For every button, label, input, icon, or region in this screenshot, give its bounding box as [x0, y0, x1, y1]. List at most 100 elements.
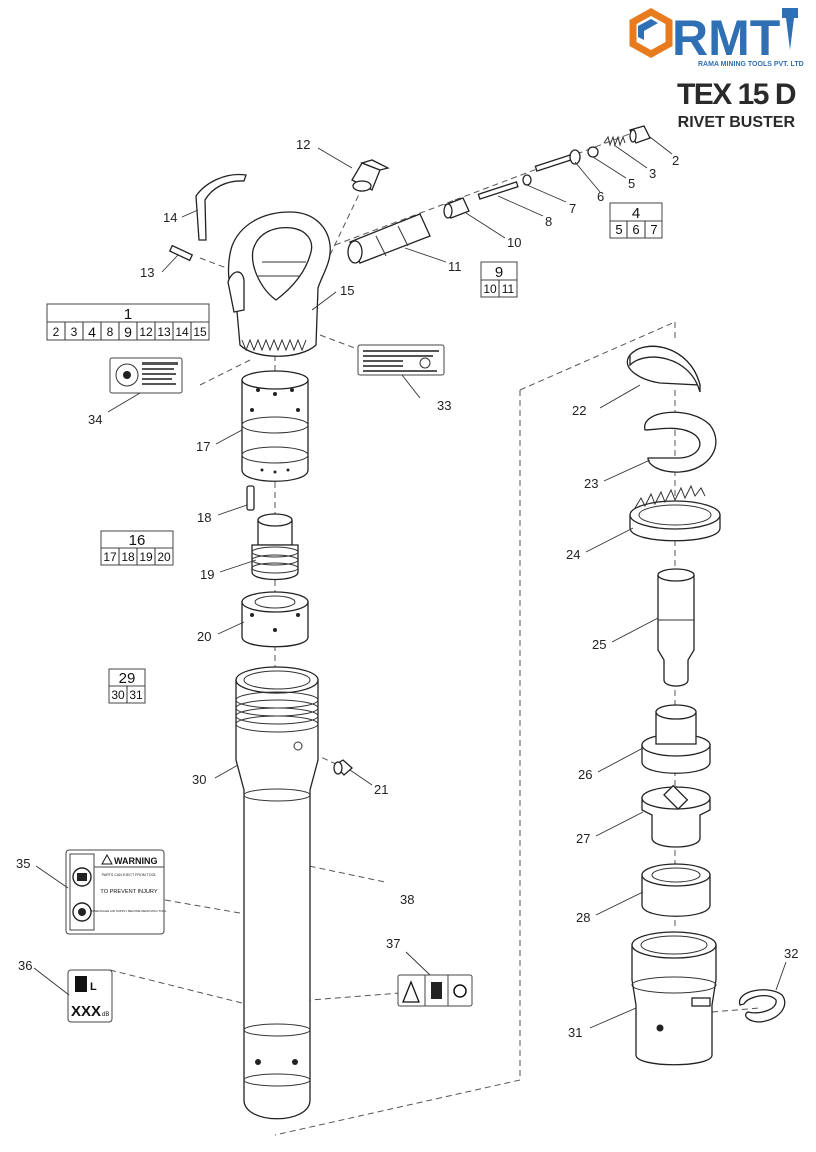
part-5-washer — [587, 146, 599, 158]
warning-triangle-icon — [101, 853, 113, 865]
ear-icon — [75, 976, 87, 992]
part-37-pictogram-decal — [397, 974, 473, 1007]
logo-text: RMT — [672, 10, 780, 66]
callout-19: 19 — [200, 567, 214, 582]
kit-1-part: 12 — [139, 325, 153, 339]
callout-12: 12 — [296, 137, 310, 152]
warning-line1: PARTS CAN EJECT FROM TOOL — [102, 873, 157, 877]
part-20-valve-chest — [241, 591, 309, 648]
callout-33: 33 — [437, 398, 451, 413]
model-title: TEX 15 D — [677, 78, 796, 111]
hazard-triangle-icon — [402, 980, 420, 1003]
part-31-front-head — [631, 931, 717, 1066]
kit-9-part: 11 — [502, 282, 515, 296]
callout-28: 28 — [576, 910, 590, 925]
callout-35: 35 — [16, 856, 30, 871]
callout-8: 8 — [545, 214, 552, 229]
part-13-pin — [168, 244, 194, 262]
kit-9-part: 10 — [483, 282, 497, 296]
callout-11: 11 — [448, 259, 462, 274]
kit-1-part: 13 — [157, 325, 171, 339]
kit-29-id: 29 — [119, 670, 136, 687]
part-35-warning-decal: WARNING PARTS CAN EJECT FROM TOOL TO PRE… — [65, 849, 167, 935]
product-subtitle: RIVET BUSTER — [678, 114, 796, 131]
kit-16-part: 20 — [157, 550, 171, 564]
kit-table-16: 16 17 18 19 20 — [100, 530, 174, 566]
callout-21: 21 — [374, 782, 388, 797]
part-10-bushing — [443, 197, 470, 219]
callout-20: 20 — [197, 629, 211, 644]
part-32-retaining-ring — [739, 989, 786, 1023]
callout-15: 15 — [340, 283, 354, 298]
callout-26: 26 — [578, 767, 592, 782]
kit-1-part: 2 — [53, 325, 60, 339]
kit-table-4: 4 5 6 7 — [609, 202, 663, 239]
logo-drill-icon — [782, 8, 798, 50]
callout-18: 18 — [197, 510, 211, 525]
kit-1-part: 14 — [175, 325, 189, 339]
callout-27: 27 — [576, 831, 590, 846]
part-12-inlet-nipple — [351, 159, 390, 192]
part-21-plug — [333, 759, 353, 776]
ear-protection-icon — [72, 902, 92, 922]
svg-text:L: L — [90, 981, 97, 993]
callout-24: 24 — [566, 547, 580, 562]
kit-4-id: 4 — [632, 205, 640, 222]
callout-36: 36 — [18, 958, 32, 973]
warning-line2: TO PREVENT INJURY — [100, 889, 157, 895]
part-3-spring — [603, 135, 626, 147]
part-33-id-decal — [357, 344, 445, 376]
callout-31: 31 — [568, 1025, 582, 1040]
kit-1-part: 15 — [193, 325, 207, 339]
rmt-logo: RMT RAMA MINING TOOLS PVT. LTD — [629, 7, 804, 68]
callout-leaders — [33, 136, 787, 1029]
callout-10: 10 — [507, 235, 521, 250]
part-22-ring — [626, 345, 701, 393]
callout-5: 5 — [628, 176, 635, 191]
kit-1-part: 9 — [124, 324, 132, 340]
kit-4-part: 5 — [615, 222, 622, 237]
part-26-buffer — [641, 704, 711, 774]
kit-1-part: 4 — [88, 324, 96, 340]
kit-16-part: 17 — [103, 550, 117, 564]
part-7-o-ring — [522, 174, 532, 186]
kit-16-part: 18 — [121, 550, 135, 564]
part-15-handle — [227, 211, 331, 357]
part-18-pin — [246, 485, 255, 511]
callout-2: 2 — [672, 153, 679, 168]
kit-1-id: 1 — [124, 306, 132, 323]
part-30-barrel — [235, 666, 319, 1120]
callout-37: 37 — [386, 936, 400, 951]
warning-title: WARNING — [114, 856, 158, 866]
noise-value: XXX — [71, 1003, 101, 1020]
callout-13: 13 — [140, 265, 154, 280]
part-2-cap — [629, 125, 651, 144]
air-supply-icon — [453, 984, 467, 998]
callout-25: 25 — [592, 637, 606, 652]
callout-14: 14 — [163, 210, 177, 225]
kit-table-9: 9 10 11 — [480, 261, 518, 298]
part-24-retainer — [629, 484, 721, 542]
part-6-valve-rod — [534, 149, 581, 172]
part-19-piston — [251, 513, 299, 581]
callout-30: 30 — [192, 772, 206, 787]
read-manual-icon — [72, 867, 92, 887]
callout-6: 6 — [597, 189, 604, 204]
callout-38: 38 — [400, 892, 414, 907]
kit-29-part: 31 — [129, 688, 143, 702]
part-36-noise-decal: L XXX dB — [67, 969, 113, 1023]
kit-4-part: 7 — [650, 222, 657, 237]
part-23-ring — [644, 411, 717, 473]
callout-23: 23 — [584, 476, 598, 491]
part-17-cylinder — [241, 370, 309, 482]
part-27-bushing — [641, 784, 711, 848]
callout-34: 34 — [88, 412, 102, 427]
callout-labels: 2 3 5 6 7 8 10 11 12 13 14 15 17 18 19 2… — [16, 137, 798, 1040]
assembly-guide-lines — [109, 129, 761, 1136]
kit-table-1: 1 2 3 4 8 9 12 13 14 15 — [46, 303, 210, 341]
callout-17: 17 — [196, 439, 210, 454]
logo-hex-icon — [629, 7, 673, 59]
kit-16-part: 19 — [139, 550, 153, 564]
noise-unit: dB — [102, 1012, 109, 1018]
